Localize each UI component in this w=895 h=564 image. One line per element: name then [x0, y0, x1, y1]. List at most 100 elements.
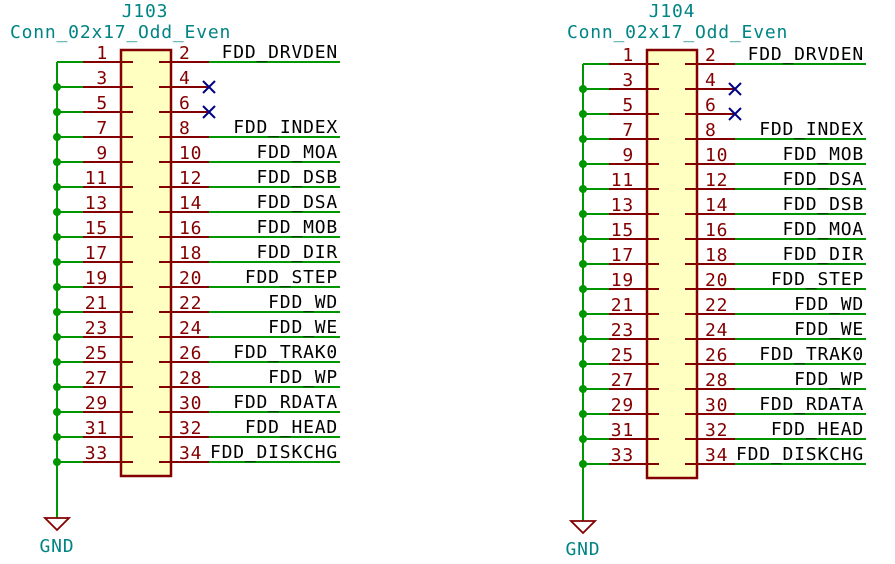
ground-label: GND: [40, 536, 75, 557]
junction-dot: [579, 335, 587, 343]
pin-number: 14: [705, 195, 728, 216]
pin-number: 25: [85, 343, 108, 364]
pin-number: 23: [85, 318, 108, 339]
ground-label: GND: [566, 539, 601, 560]
pin-number: 27: [611, 370, 634, 391]
net-label[interactable]: FDD_DISKCHG: [736, 444, 864, 465]
pin-number: 25: [611, 345, 634, 366]
junction-dot: [53, 358, 61, 366]
junction-dot: [53, 258, 61, 266]
net-label[interactable]: FDD_MOA: [257, 142, 338, 163]
net-label[interactable]: FDD_STEP: [245, 267, 338, 288]
net-label[interactable]: FDD_HEAD: [245, 417, 338, 438]
pin-number: 6: [705, 95, 717, 116]
pin-number: 12: [179, 168, 202, 189]
pin-number: 13: [85, 193, 108, 214]
pin-number: 24: [705, 320, 728, 341]
net-label[interactable]: FDD_WD: [794, 294, 864, 315]
pin-number: 16: [705, 220, 728, 241]
pin-number: 21: [85, 293, 108, 314]
junction-dot: [579, 85, 587, 93]
pin-number: 6: [179, 93, 191, 114]
junction-dot: [53, 183, 61, 191]
pin-number: 32: [705, 420, 728, 441]
net-label[interactable]: FDD_DSA: [783, 169, 864, 190]
net-label[interactable]: FDD_WP: [268, 367, 338, 388]
junction-dot: [579, 385, 587, 393]
component-value: Conn_02x17_Odd_Even: [10, 22, 231, 43]
junction-dot: [53, 458, 61, 466]
pin-number: 20: [705, 270, 728, 291]
net-label[interactable]: FDD_INDEX: [233, 117, 338, 138]
junction-dot: [53, 233, 61, 241]
net-label[interactable]: FDD_STEP: [771, 269, 864, 290]
pin-number: 12: [705, 170, 728, 191]
net-label[interactable]: FDD_DRVDEN: [222, 42, 338, 63]
net-label[interactable]: FDD_DRVDEN: [748, 44, 864, 65]
pin-number: 2: [705, 45, 717, 66]
junction-dot: [53, 433, 61, 441]
pin-number: 2: [179, 43, 191, 64]
junction-dot: [579, 435, 587, 443]
pin-number: 7: [96, 118, 108, 139]
net-label[interactable]: FDD_MOB: [257, 217, 338, 238]
reference-designator: J103: [122, 1, 169, 22]
pin-number: 22: [179, 293, 202, 314]
pin-number: 32: [179, 418, 202, 439]
net-label[interactable]: FDD_DSB: [783, 194, 864, 215]
junction-dot: [579, 360, 587, 368]
net-label[interactable]: FDD_DSA: [257, 192, 338, 213]
pin-number: 7: [622, 120, 634, 141]
pin-number: 28: [705, 370, 728, 391]
net-label[interactable]: FDD_RDATA: [759, 394, 864, 415]
ground-symbol-icon: [42, 517, 72, 532]
pin-number: 16: [179, 218, 202, 239]
pin-number: 26: [705, 345, 728, 366]
junction-dot: [53, 308, 61, 316]
net-label[interactable]: FDD_TRAK0: [759, 344, 864, 365]
junction-dot: [579, 285, 587, 293]
net-label[interactable]: FDD_INDEX: [759, 119, 864, 140]
net-label[interactable]: FDD_DIR: [257, 242, 338, 263]
no-connect-icon: [202, 105, 216, 119]
junction-dot: [53, 208, 61, 216]
junction-dot: [579, 310, 587, 318]
junction-dot: [53, 158, 61, 166]
junction-dot: [579, 185, 587, 193]
pin-number: 19: [611, 270, 634, 291]
junction-dot: [579, 235, 587, 243]
pin-number: 4: [179, 68, 191, 89]
net-label[interactable]: FDD_WD: [268, 292, 338, 313]
pin-number: 18: [705, 245, 728, 266]
net-label[interactable]: FDD_DSB: [257, 167, 338, 188]
net-label[interactable]: FDD_DISKCHG: [210, 442, 338, 463]
pin-number: 3: [622, 70, 634, 91]
junction-dot: [579, 410, 587, 418]
net-label[interactable]: FDD_DIR: [783, 244, 864, 265]
pin-number: 9: [96, 143, 108, 164]
net-label[interactable]: FDD_RDATA: [233, 392, 338, 413]
net-label[interactable]: FDD_WE: [794, 319, 864, 340]
junction-dot: [579, 160, 587, 168]
pin-number: 10: [705, 145, 728, 166]
component-value: Conn_02x17_Odd_Even: [567, 22, 788, 43]
pin-number: 29: [611, 395, 634, 416]
net-label[interactable]: FDD_MOA: [783, 219, 864, 240]
junction-dot: [579, 210, 587, 218]
net-label[interactable]: FDD_TRAK0: [233, 342, 338, 363]
pin-number: 8: [179, 118, 191, 139]
no-connect-icon: [728, 107, 742, 121]
junction-dot: [53, 333, 61, 341]
pin-number: 3: [96, 68, 108, 89]
pin-number: 1: [96, 43, 108, 64]
net-label[interactable]: FDD_WP: [794, 369, 864, 390]
net-label[interactable]: FDD_MOB: [783, 144, 864, 165]
pin-number: 18: [179, 243, 202, 264]
net-label[interactable]: FDD_HEAD: [771, 419, 864, 440]
ground-symbol-icon: [568, 520, 598, 535]
net-label[interactable]: FDD_WE: [268, 317, 338, 338]
no-connect-icon: [202, 80, 216, 94]
pin-number: 21: [611, 295, 634, 316]
